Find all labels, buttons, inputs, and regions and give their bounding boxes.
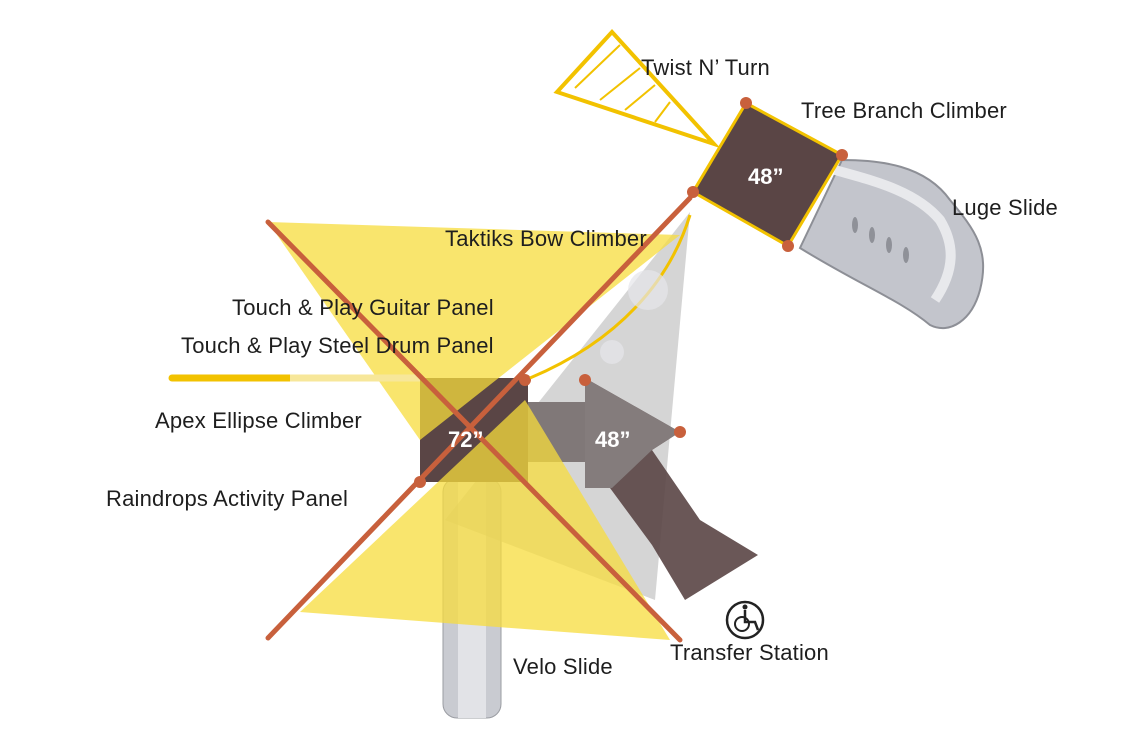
label-taktiks-bow-climber: Taktiks Bow Climber: [445, 226, 647, 251]
label-transfer-station: Transfer Station: [670, 640, 829, 665]
label-raindrops-panel: Raindrops Activity Panel: [106, 486, 349, 511]
taktiks-bow-climber: [529, 214, 692, 380]
label-tree-branch-climber: Tree Branch Climber: [801, 98, 1007, 123]
label-steel-drum-panel: Touch & Play Steel Drum Panel: [181, 333, 494, 358]
label-velo-slide: Velo Slide: [513, 654, 613, 679]
label-guitar-panel: Touch & Play Guitar Panel: [232, 295, 494, 320]
upper-deck: [687, 97, 848, 252]
twist-n-turn-climber: [553, 29, 721, 149]
label-twist-n-turn: Twist N’ Turn: [641, 55, 770, 80]
wheelchair-icon: [725, 600, 765, 640]
deck-height-middle: 48”: [595, 427, 631, 452]
deck-height-upper: 48”: [748, 164, 784, 189]
deck-height-main: 72”: [448, 427, 484, 452]
lower-shade-sail: [300, 400, 670, 640]
shade-poles: [265, 195, 693, 643]
upper-shade-sail: [268, 222, 680, 440]
label-apex-ellipse-climber: Apex Ellipse Climber: [155, 408, 362, 433]
label-luge-slide: Luge Slide: [952, 195, 1058, 220]
luge-slide: [798, 158, 985, 330]
